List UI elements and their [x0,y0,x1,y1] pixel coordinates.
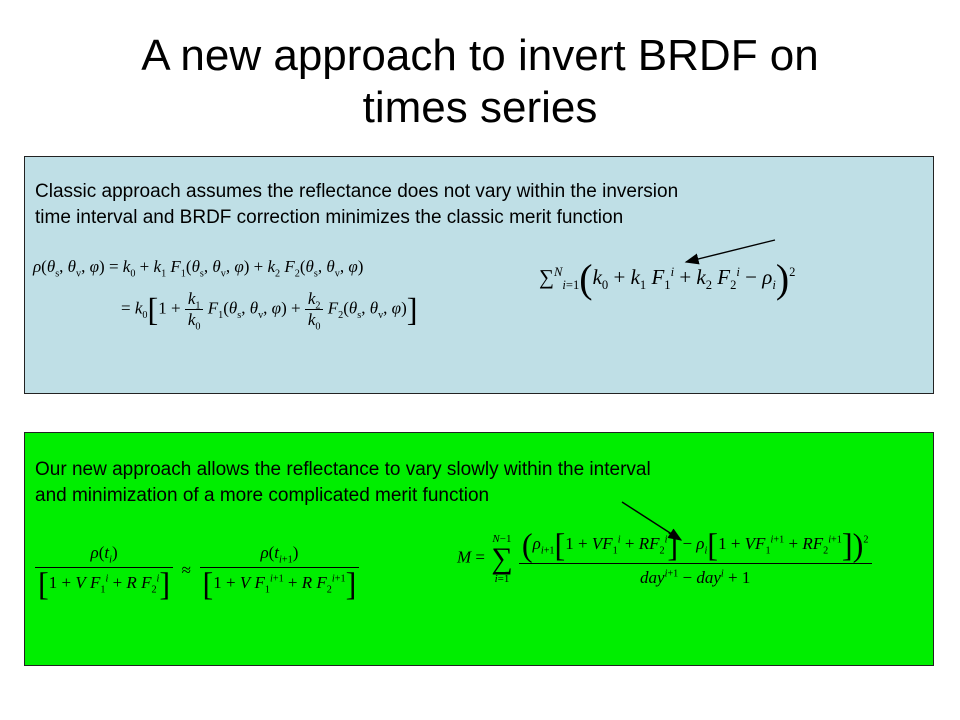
slide-title: A new approach to invert BRDF on times s… [40,30,920,134]
new-approach-text-line-1: Our new approach allows the reflectance … [35,459,651,480]
brdf-kernel-equation-line-1: ρ(θs, θv, φ) = k0 + k1 F1(θs, θv, φ) + k… [33,257,364,280]
new-approach-text: Our new approach allows the reflectance … [35,457,651,509]
classic-approach-text-line-1: Classic approach assumes the reflectance… [35,181,679,202]
classic-approach-text-line-2: time interval and BRDF correction minimi… [35,207,624,228]
classic-approach-text: Classic approach assumes the reflectance… [35,179,678,231]
reflectance-ratio-equation: ρ(ti) [1 + V F1i + R F2i] ≈ ρ(ti+1) [1 +… [35,543,360,600]
new-approach-text-line-2: and minimization of a more complicated m… [35,485,490,506]
new-approach-box: Our new approach allows the reflectance … [24,432,934,666]
slide-title-line-1: A new approach to invert BRDF on [141,31,819,80]
new-merit-function-equation: M = N−1 ∑ i=1 (ρi+1[1 + VF1i + RF2i] − ρ… [457,529,872,588]
classic-merit-function-equation: ∑Ni=1(k0 + k1 F1i + k2 F2i − ρi)2 [539,256,796,301]
slide-title-line-2: times series [362,83,598,132]
classic-approach-box: Classic approach assumes the reflectance… [24,156,934,394]
